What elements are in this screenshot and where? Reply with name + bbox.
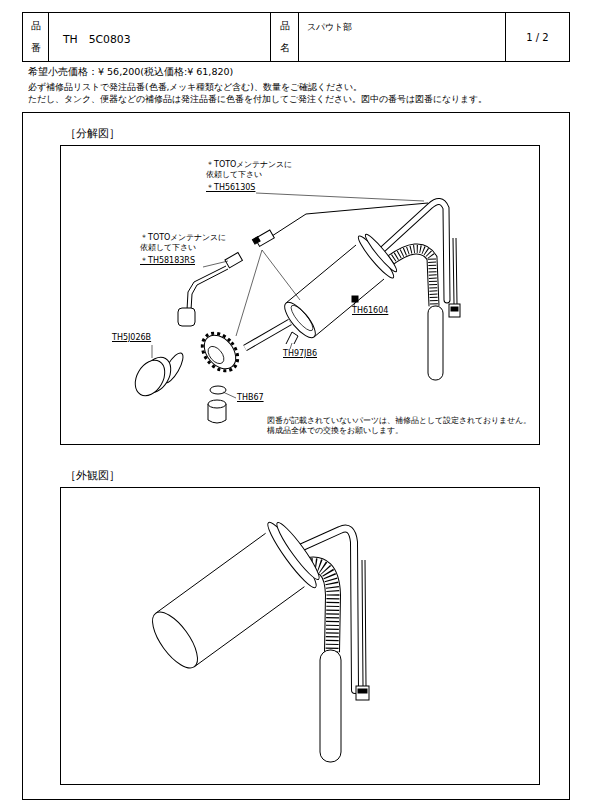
part-number: ＊TH58183RS [140,256,195,266]
exploded-illustration [129,193,460,423]
header-cell: スパウト部 [298,12,506,62]
header-cell: 品名 [270,12,299,62]
appearance-illustration [144,519,369,762]
outer-frame [23,113,570,800]
header-text: スパウト部 [307,21,505,34]
view-frame: ［分解図］図番が記載されていないパーツは、補修品として設定されておりません。 構… [60,145,540,445]
part-number: TH5J026B [112,333,151,343]
header-cell: TH 5C0803 [48,12,271,62]
header-cell: 品番 [22,12,49,62]
view-heading: ［分解図］ [65,127,120,140]
price-text: 希望小売価格：¥ 56,200(税込価格:¥ 61,820) [28,66,233,77]
part-number: TH97JB6 [283,349,317,359]
part-number: THB67 [237,393,264,403]
header-text: 1 / 2 [526,32,548,43]
part-number: TH61604 [352,306,388,316]
note-text: 図番が記載されていないパーツは、補修品として設定されておりません。 構成品全体で… [267,416,533,436]
note-text: 必ず補修品リストで発注品番(色番,メッキ種類など含む)、数量をご確認ください。 [28,82,362,93]
header-text: 品番 [31,15,41,59]
header-text: 品名 [280,15,290,59]
view-frame: ［外観図］ [60,487,540,785]
view-heading: ［外観図］ [65,469,120,482]
service-note: ＊TOTOメンテナンスに 依頼して下さい [140,233,252,252]
part-number: ＊TH56130S [206,183,255,193]
header-text: TH 5C0803 [63,33,270,47]
note-text: ただし、タンク、便器などの補修品は発注品番に色番を付加してご発注ください。図中の… [28,94,487,105]
service-note: ＊TOTOメンテナンスに 依頼して下さい [206,160,318,179]
header-cell: 1 / 2 [505,12,570,62]
